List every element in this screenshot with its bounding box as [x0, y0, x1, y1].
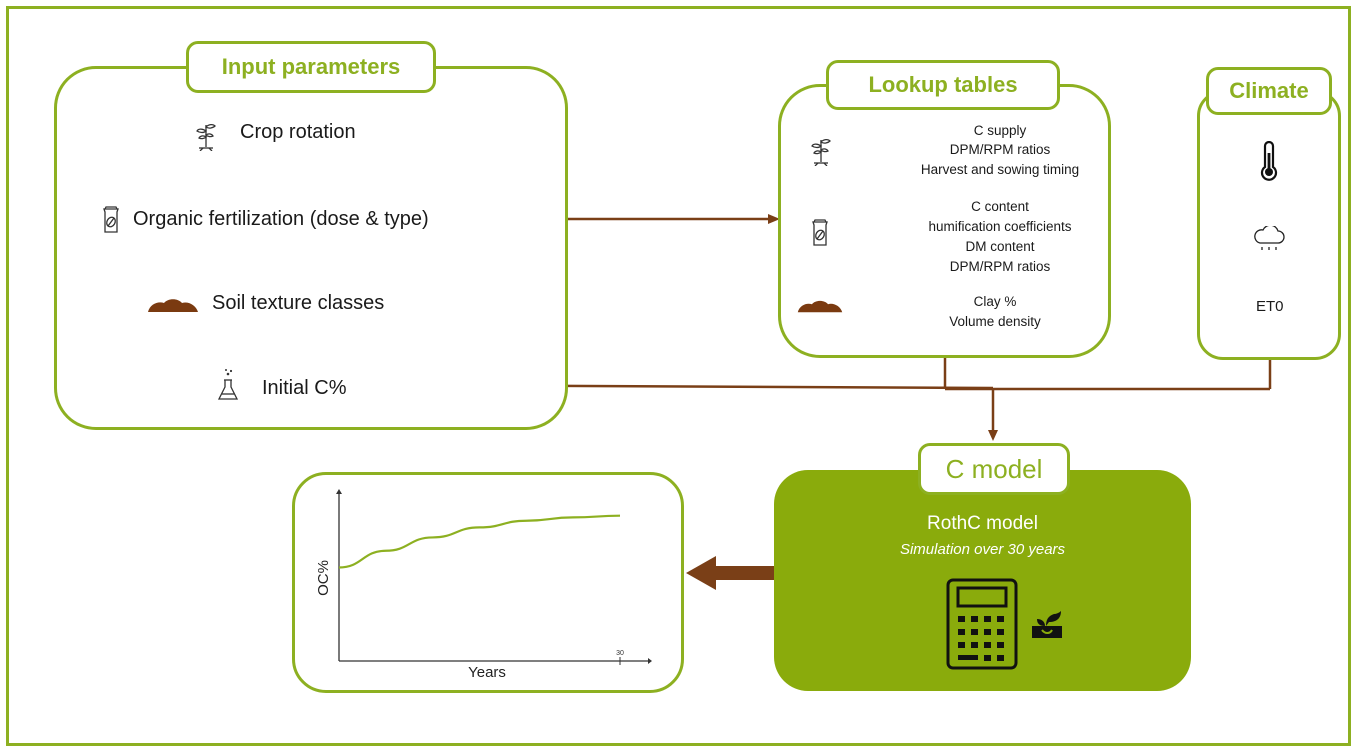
soil-icon — [146, 296, 200, 319]
calculator-icon — [946, 578, 1018, 675]
lookup-line: DPM/RPM ratios — [949, 259, 1051, 274]
input-parameters-title: Input parameters — [186, 41, 436, 93]
lookup-line: DM content — [965, 239, 1035, 254]
plant-icon — [808, 132, 834, 171]
lookup-line: DPM/RPM ratios — [949, 142, 1051, 157]
climate-title: Climate — [1206, 67, 1332, 115]
plant-icon — [193, 117, 219, 156]
rain-cloud-icon — [1252, 224, 1286, 259]
c-model-subtitle: Simulation over 30 years — [899, 541, 1066, 558]
thermometer-icon — [1258, 140, 1280, 186]
fertilizer-bag-icon — [810, 218, 830, 253]
lookup-tables-box — [778, 84, 1111, 358]
y-axis-label: OC% — [315, 560, 332, 596]
lookup-tables-title: Lookup tables — [826, 60, 1060, 110]
y-axis-arrowhead — [336, 489, 342, 494]
lookup-line: C content — [971, 199, 1029, 214]
series-line — [338, 514, 621, 569]
lookup-line: Clay % — [973, 294, 1017, 309]
lookup-line: Harvest and sowing timing — [920, 162, 1080, 177]
c-model-name: RothC model — [927, 513, 1038, 534]
flask-icon — [217, 368, 239, 407]
input-initial-c: Initial C% — [262, 377, 347, 399]
x-axis-label: Years — [468, 664, 506, 681]
oc-chart: 30 Years OC% — [315, 489, 652, 681]
arrowhead-lookup — [768, 214, 780, 224]
output-arrow-head — [686, 556, 716, 590]
climate-box — [1197, 90, 1341, 360]
output-arrow-shaft — [714, 566, 776, 580]
input-organic-fertilization: Organic fertilization (dose & type) — [133, 208, 429, 230]
climate-et0: ET0 — [1256, 298, 1284, 315]
input-crop-rotation: Crop rotation — [240, 121, 356, 143]
input-soil-texture: Soil texture classes — [212, 292, 385, 314]
c-model-title: C model — [918, 443, 1070, 495]
fertilizer-bag-icon — [101, 205, 121, 240]
oc-chart-box — [292, 472, 684, 693]
soil-icon — [796, 298, 844, 319]
x-axis-arrowhead — [648, 658, 652, 664]
arrowhead-model — [988, 430, 998, 441]
seedling-icon — [1030, 608, 1064, 645]
lookup-line: Volume density — [949, 314, 1041, 329]
lookup-line: C supply — [973, 123, 1027, 138]
lookup-line: humification coefficients — [928, 219, 1072, 234]
x-tick-label: 30 — [616, 650, 624, 657]
